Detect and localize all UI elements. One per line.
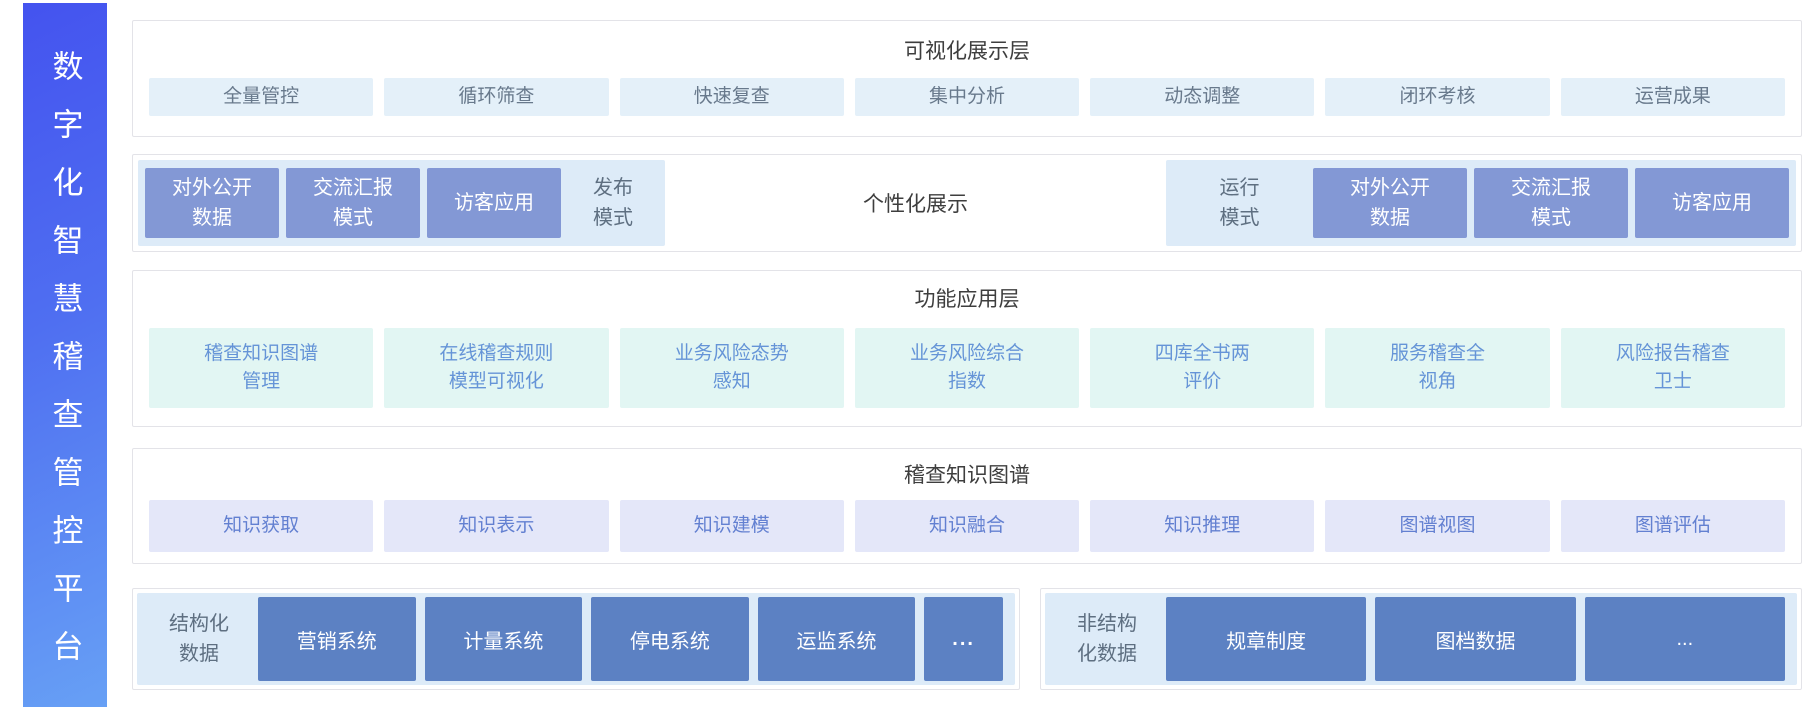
unstructured-data-label: 非结构 化数据 bbox=[1077, 613, 1137, 665]
knowledge-item-chip: 知识建模 bbox=[619, 500, 844, 552]
function-item-chip: 服务稽查全 视角 bbox=[1325, 328, 1550, 408]
unstructured-data-group: 非结构 化数据 规章制度 图档数据 ... bbox=[1045, 593, 1797, 685]
knowledge-item-chip: 知识获取 bbox=[149, 500, 374, 552]
knowledge-item-chip: 知识表示 bbox=[384, 500, 609, 552]
publish-mode-block: 对外公开 数据 bbox=[145, 168, 279, 238]
structured-system-block: 运监系统 bbox=[757, 597, 916, 681]
publish-mode-panel: 对外公开 数据 交流汇报 模式 访客应用 发布 模式 bbox=[138, 160, 665, 246]
function-layer-panel: 功能应用层 稽查知识图谱 管理 在线稽查规则 模型可视化 业务风险态势 感知 业… bbox=[132, 270, 1802, 427]
structured-system-block: 营销系统 bbox=[258, 597, 416, 681]
visual-item-chip: 闭环考核 bbox=[1325, 78, 1550, 116]
function-item-chip: 业务风险综合 指数 bbox=[854, 328, 1080, 408]
visual-item-chip: 运营成果 bbox=[1560, 78, 1785, 116]
visual-item-chip: 动态调整 bbox=[1090, 78, 1315, 116]
structured-system-block: 停电系统 bbox=[591, 597, 749, 681]
platform-title-bar: 数字化智慧稽查管控平台 bbox=[23, 3, 107, 707]
function-item-chip: 四库全书两 评价 bbox=[1090, 328, 1315, 408]
knowledge-item-chip: 图谱视图 bbox=[1325, 500, 1550, 552]
structured-data-label: 结构化 数据 bbox=[169, 613, 229, 665]
visual-item-chip: 快速复查 bbox=[619, 78, 844, 116]
run-mode-block: 交流汇报 模式 bbox=[1474, 168, 1628, 238]
knowledge-item-chip: 图谱评估 bbox=[1560, 500, 1785, 552]
function-item-chip: 业务风险态势 感知 bbox=[619, 328, 844, 408]
unstructured-more-block: ... bbox=[1584, 597, 1785, 681]
publish-mode-label: 发布 模式 bbox=[593, 177, 633, 229]
function-layer-title: 功能应用层 bbox=[914, 288, 1020, 311]
run-mode-label: 运行 模式 bbox=[1219, 177, 1260, 229]
publish-mode-block: 访客应用 bbox=[427, 168, 561, 238]
knowledge-graph-layer-panel: 稽查知识图谱 知识获取 知识表示 知识建模 知识融合 知识推理 图谱视图 图谱评… bbox=[132, 448, 1802, 564]
knowledge-item-chip: 知识融合 bbox=[854, 500, 1080, 552]
function-item-chip: 稽查知识图谱 管理 bbox=[149, 328, 374, 408]
visual-item-chip: 全量管控 bbox=[149, 78, 374, 116]
unstructured-system-block: 图档数据 bbox=[1375, 597, 1576, 681]
structured-data-group: 结构化 数据 营销系统 计量系统 停电系统 运监系统 ... bbox=[137, 593, 1015, 685]
knowledge-graph-layer-items: 知识获取 知识表示 知识建模 知识融合 知识推理 图谱视图 图谱评估 bbox=[133, 500, 1801, 552]
layers-column: 可视化展示层 全量管控 循环筛查 快速复查 集中分析 动态调整 闭环考核 运营成… bbox=[132, 20, 1802, 690]
structured-data-panel: 结构化 数据 营销系统 计量系统 停电系统 运监系统 ... bbox=[132, 588, 1020, 690]
visual-item-chip: 集中分析 bbox=[854, 78, 1080, 116]
structured-system-block: 计量系统 bbox=[424, 597, 583, 681]
personalized-display-label: 个性化展示 bbox=[863, 193, 968, 216]
display-mode-layer-panel: 对外公开 数据 交流汇报 模式 访客应用 发布 模式 个性化展示 运行 模式 对… bbox=[132, 154, 1802, 252]
visualization-layer-items: 全量管控 循环筛查 快速复查 集中分析 动态调整 闭环考核 运营成果 bbox=[133, 78, 1801, 116]
structured-more-block: ... bbox=[924, 597, 1004, 681]
visualization-layer-panel: 可视化展示层 全量管控 循环筛查 快速复查 集中分析 动态调整 闭环考核 运营成… bbox=[132, 20, 1802, 137]
run-mode-block: 对外公开 数据 bbox=[1313, 168, 1467, 238]
platform-title: 数字化智慧稽查管控平台 bbox=[47, 49, 83, 688]
run-mode-block: 访客应用 bbox=[1635, 168, 1789, 238]
unstructured-data-panel: 非结构 化数据 规章制度 图档数据 ... bbox=[1040, 588, 1802, 690]
unstructured-system-block: 规章制度 bbox=[1166, 597, 1367, 681]
function-item-chip: 在线稽查规则 模型可视化 bbox=[384, 328, 609, 408]
publish-mode-block: 交流汇报 模式 bbox=[286, 168, 420, 238]
knowledge-item-chip: 知识推理 bbox=[1090, 500, 1315, 552]
function-item-chip: 风险报告稽查 卫士 bbox=[1560, 328, 1785, 408]
data-source-layer: 结构化 数据 营销系统 计量系统 停电系统 运监系统 ... 非结构 化数据 规… bbox=[132, 588, 1802, 690]
run-mode-panel: 运行 模式 对外公开 数据 交流汇报 模式 访客应用 bbox=[1166, 160, 1796, 246]
visual-item-chip: 循环筛查 bbox=[384, 78, 609, 116]
function-layer-items: 稽查知识图谱 管理 在线稽查规则 模型可视化 业务风险态势 感知 业务风险综合 … bbox=[133, 328, 1801, 408]
knowledge-graph-layer-title: 稽查知识图谱 bbox=[904, 464, 1030, 487]
visualization-layer-title: 可视化展示层 bbox=[904, 40, 1030, 63]
